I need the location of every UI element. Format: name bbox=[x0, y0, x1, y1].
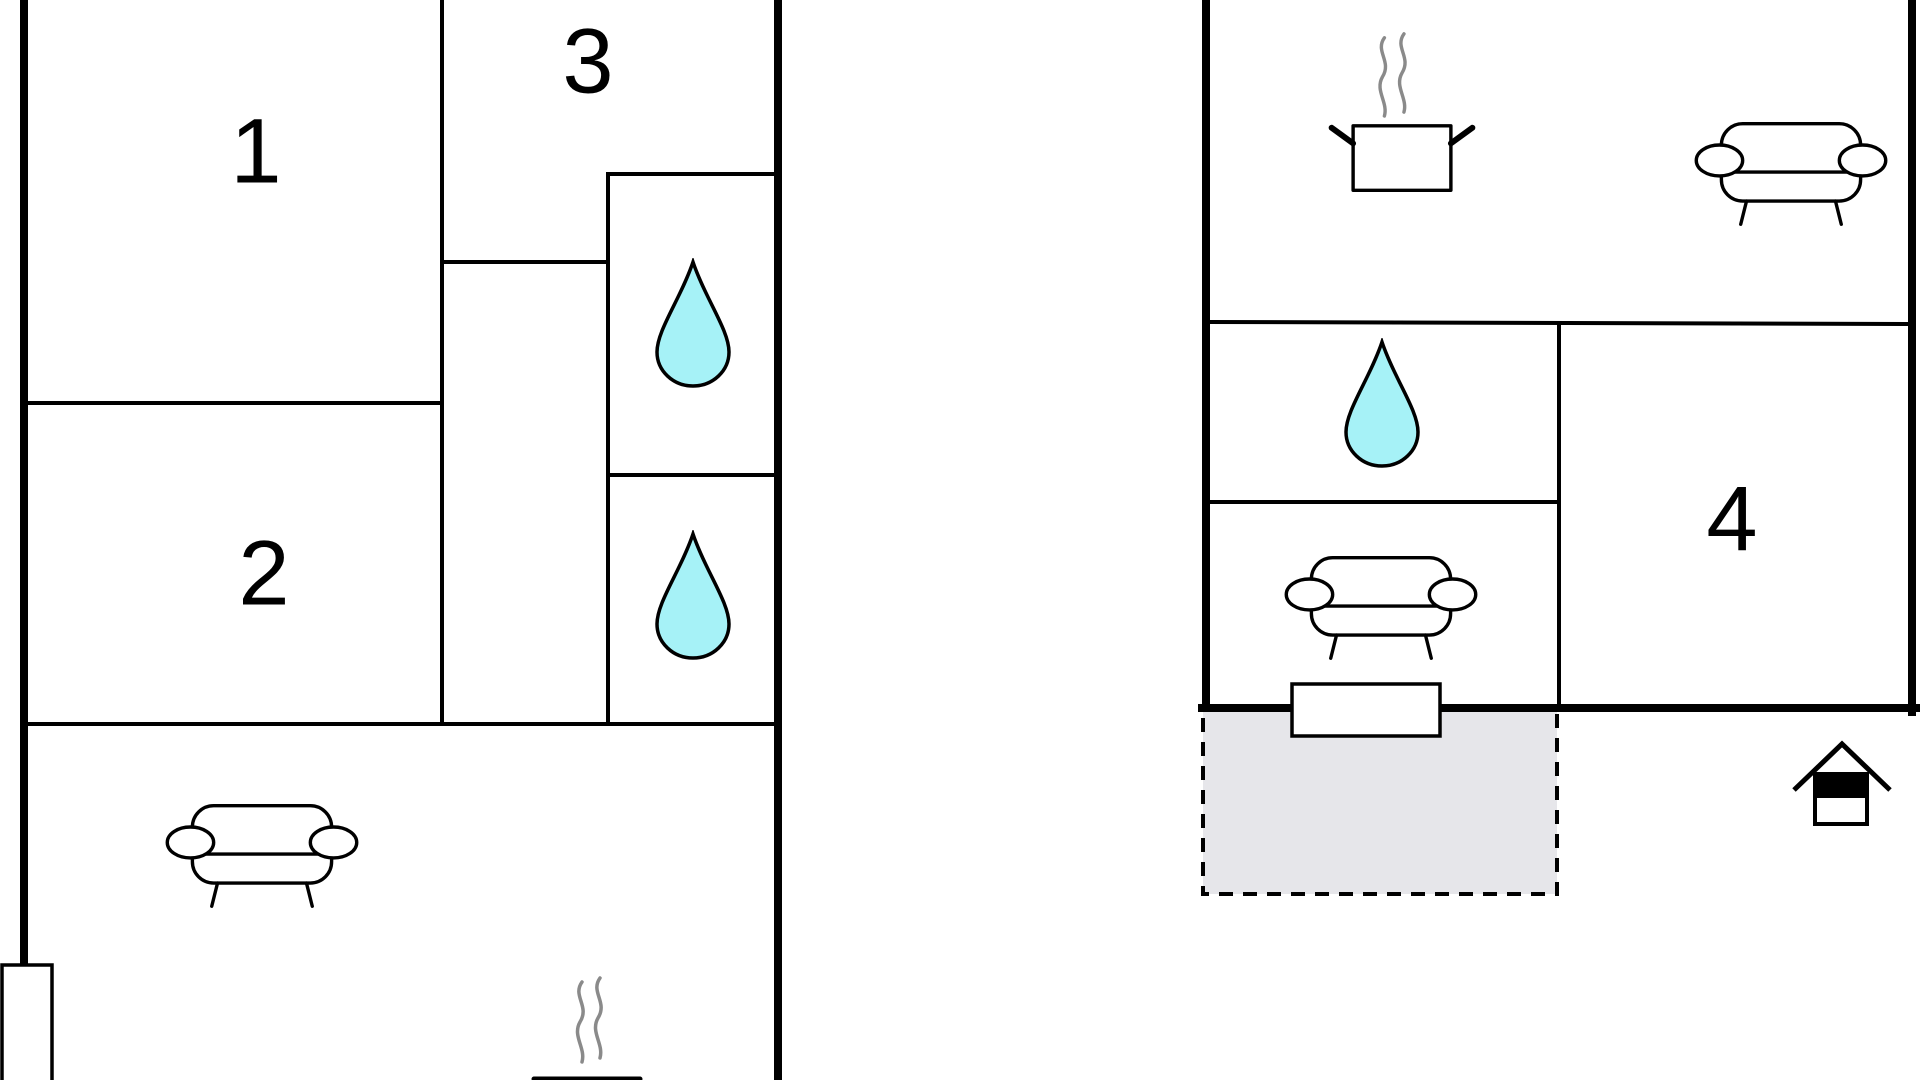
sofa-icon bbox=[1694, 121, 1888, 227]
entrance-icon bbox=[1792, 740, 1892, 826]
water-drop-icon bbox=[655, 532, 731, 660]
room-1-label: 1 bbox=[230, 100, 281, 202]
left-floor: 1 2 3 bbox=[0, 0, 782, 1080]
water-drop-icon bbox=[655, 260, 731, 388]
room-3-label: 3 bbox=[562, 10, 613, 112]
sofa-icon bbox=[165, 803, 359, 909]
water-drop-icon bbox=[1344, 340, 1420, 468]
room-2-label: 2 bbox=[238, 522, 289, 624]
sofa-icon bbox=[1284, 555, 1478, 661]
door-icon bbox=[0, 963, 54, 1080]
room-4-label: 4 bbox=[1706, 468, 1757, 570]
door-icon bbox=[1290, 682, 1442, 738]
cooking-pot-icon bbox=[531, 976, 643, 1080]
right-floor: 4 bbox=[1198, 0, 1920, 896]
cooking-pot-icon bbox=[1332, 34, 1473, 190]
